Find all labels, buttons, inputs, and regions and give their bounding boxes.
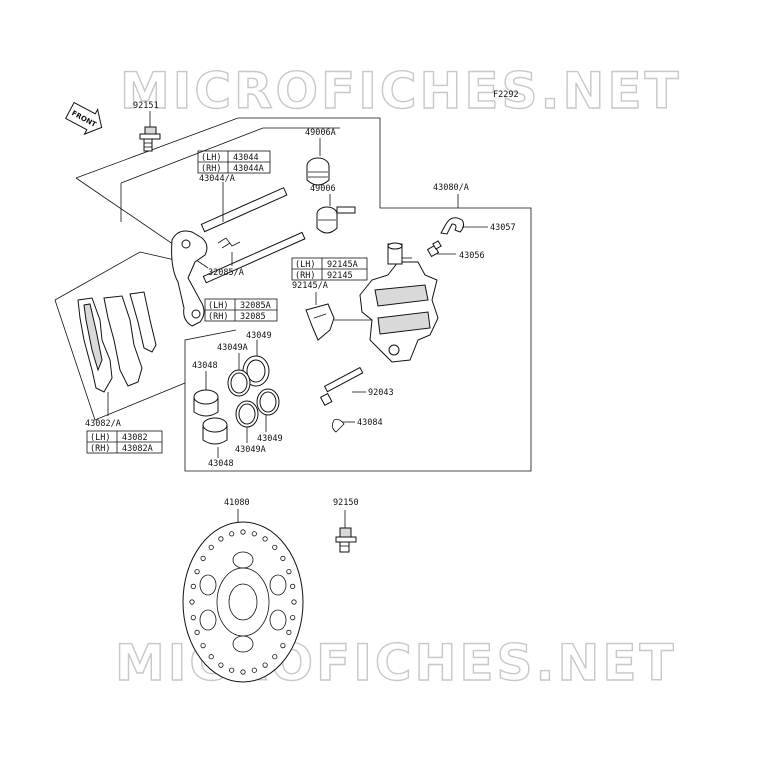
- boot-49006: [316, 206, 356, 234]
- disc-hole: [189, 599, 195, 605]
- svg-text:(LH): (LH): [295, 260, 315, 270]
- svg-text:(LH): (LH): [208, 301, 228, 311]
- disc-hole: [272, 544, 278, 550]
- disc-hole: [194, 568, 200, 575]
- disc-hole: [290, 614, 296, 621]
- caliper-body-43080: [359, 242, 439, 363]
- bleed-cap-43057: [440, 217, 465, 235]
- table-92145: (LH) 92145A (RH) 92145: [291, 257, 368, 281]
- piston-top-43048: [193, 389, 219, 417]
- label-43049a-bottom: 43049A: [235, 445, 266, 455]
- assembly-outline: [54, 117, 532, 472]
- svg-text:43082: 43082: [122, 433, 148, 443]
- piston-bottom-43048: [202, 417, 228, 445]
- caliper-holder-43044: [171, 187, 306, 327]
- disc-hole: [291, 599, 297, 605]
- disc-hole: [208, 544, 214, 550]
- svg-text:(LH): (LH): [201, 153, 221, 163]
- disc-hole: [280, 555, 286, 562]
- svg-text:(RH): (RH): [208, 312, 228, 322]
- disc-hole: [190, 583, 196, 590]
- clip-43084: [332, 419, 345, 433]
- table-43044: (LH) 43044 (RH) 43044A: [197, 150, 271, 174]
- watermark-top: MICROFICHES.NET: [120, 62, 682, 120]
- svg-text:92145A: 92145A: [327, 260, 358, 270]
- disc-hole: [200, 555, 206, 562]
- svg-text:(RH): (RH): [295, 271, 315, 281]
- disc-hole: [262, 662, 268, 668]
- disc-hole: [251, 531, 257, 537]
- pin-92043: [319, 366, 364, 406]
- clip-32085: [217, 237, 241, 249]
- disc-hole: [240, 669, 246, 675]
- label-49006: 49006: [310, 184, 336, 194]
- disc-hole: [190, 614, 196, 621]
- disc-hole: [200, 642, 206, 649]
- label-43048-bottom: 43048: [208, 459, 234, 469]
- svg-text:43044: 43044: [233, 153, 259, 163]
- svg-text:(RH): (RH): [201, 164, 221, 174]
- bolt-92150: [335, 527, 357, 553]
- svg-text:43044A: 43044A: [233, 164, 264, 174]
- bolt-92151: [139, 126, 161, 152]
- label-43049-top: 43049: [246, 331, 272, 341]
- boot-49006a: [306, 157, 330, 186]
- label-43057: 43057: [490, 223, 516, 233]
- label-43049a-top: 43049A: [217, 343, 248, 353]
- disc-hole: [272, 654, 278, 660]
- svg-text:32085A: 32085A: [240, 301, 271, 311]
- label-41080: 41080: [224, 498, 250, 508]
- label-43084: 43084: [357, 418, 383, 428]
- label-92145a: 92145/A: [292, 281, 328, 291]
- seals-bottom: [235, 388, 280, 428]
- label-43048-top: 43048: [192, 361, 218, 371]
- label-43044a: 43044/A: [199, 174, 235, 184]
- svg-text:92145: 92145: [327, 271, 353, 281]
- svg-text:32085: 32085: [240, 312, 266, 322]
- spring-92145: [305, 303, 335, 341]
- disc-hole: [240, 529, 246, 535]
- disc-hole: [262, 536, 268, 542]
- label-43082a: 43082/A: [85, 419, 121, 429]
- disc-hole: [208, 654, 214, 660]
- label-92150: 92150: [333, 498, 359, 508]
- disc-hole: [218, 662, 224, 668]
- disc-hole: [251, 667, 257, 673]
- svg-text:43082A: 43082A: [122, 444, 153, 454]
- label-49006a: 49006A: [305, 128, 336, 138]
- bleed-valve-43056: [426, 240, 442, 258]
- table-32085: (LH) 32085A (RH) 32085: [204, 298, 278, 322]
- svg-text:(LH): (LH): [90, 433, 110, 443]
- front-arrow-icon: FRONT: [64, 101, 103, 136]
- label-43080a: 43080/A: [433, 183, 469, 193]
- table-43082: (LH) 43082 (RH) 43082A: [86, 430, 163, 454]
- brake-disc-41080: [182, 521, 304, 683]
- label-92043: 92043: [368, 388, 394, 398]
- label-92151: 92151: [133, 101, 159, 111]
- brake-pads-43082: [77, 291, 157, 393]
- disc-hole: [229, 667, 235, 673]
- svg-text:(RH): (RH): [90, 444, 110, 454]
- disc-hole: [194, 629, 200, 636]
- disc-hole: [280, 642, 286, 649]
- disc-hole: [286, 629, 292, 636]
- disc-hole: [290, 583, 296, 590]
- figure-code: F2292: [493, 90, 519, 100]
- disc-hole: [286, 568, 292, 575]
- label-43056: 43056: [459, 251, 485, 261]
- disc-hole: [218, 536, 224, 542]
- label-43049-bottom: 43049: [257, 434, 283, 444]
- seals-top: [227, 355, 270, 397]
- label-32085a: 32085/A: [208, 268, 244, 278]
- disc-hole: [229, 531, 235, 537]
